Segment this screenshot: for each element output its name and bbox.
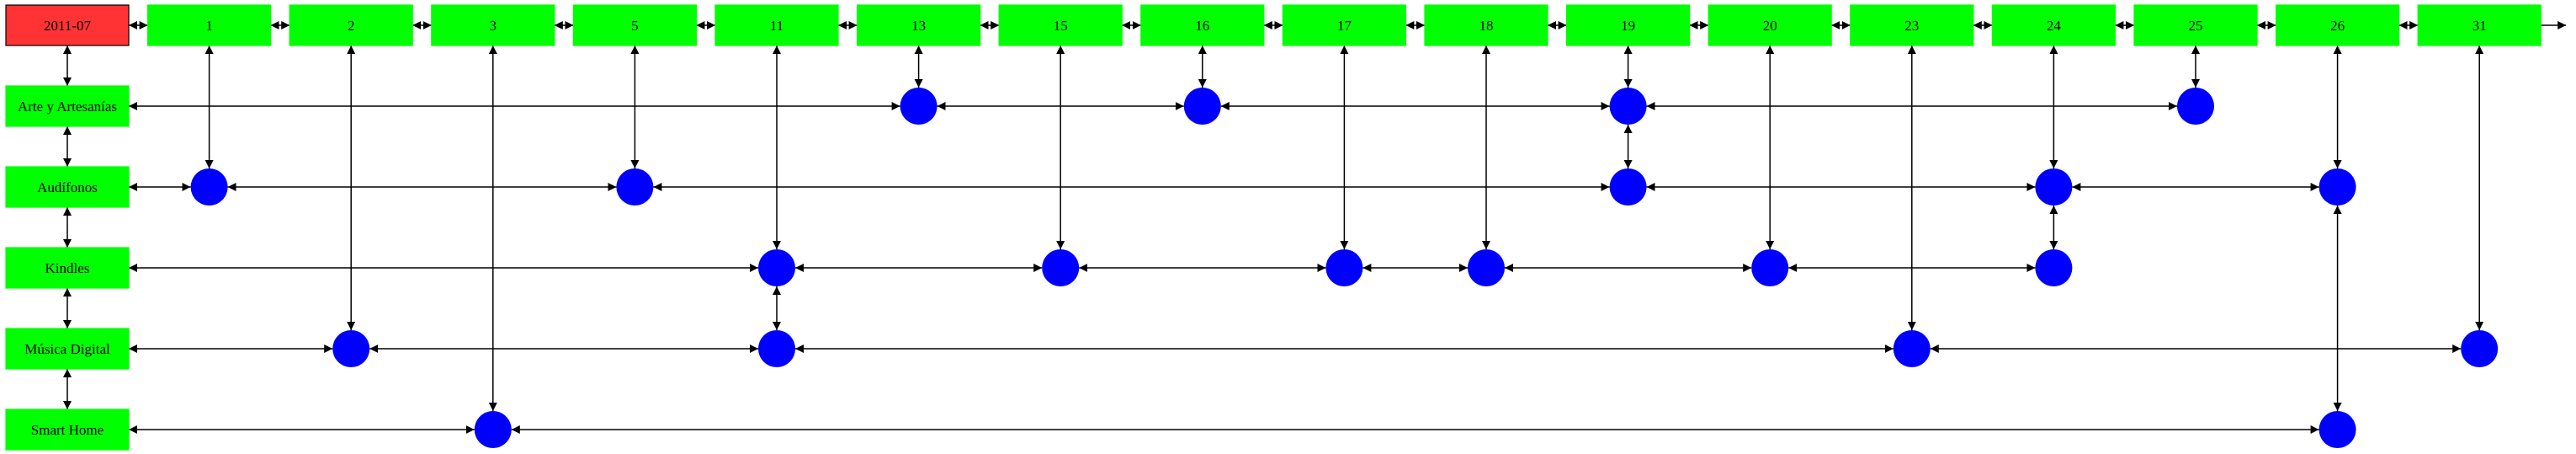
event-node xyxy=(2035,168,2073,206)
day-box-3-label: 3 xyxy=(490,18,497,34)
day-box-15-label: 15 xyxy=(1054,18,1068,34)
event-node xyxy=(758,330,795,367)
category-box-3-label: Música Digital xyxy=(24,341,110,357)
day-box-20: 20 xyxy=(1708,4,1832,46)
day-box-19-box xyxy=(1565,4,1691,46)
day-box-15-box xyxy=(998,4,1123,46)
category-box-2-box xyxy=(5,247,130,289)
edge-layer xyxy=(63,21,2567,434)
category-box-4-box xyxy=(5,409,130,451)
day-box-23: 23 xyxy=(1850,4,1974,46)
day-box-13: 13 xyxy=(856,4,981,46)
day-box-1-label: 1 xyxy=(205,18,213,34)
category-box-0-label: Arte y Artesanías xyxy=(18,99,117,115)
day-box-15: 15 xyxy=(998,4,1123,46)
day-box-16-box xyxy=(1140,4,1265,46)
header-month-label: 2011-07 xyxy=(44,18,92,34)
event-node xyxy=(474,411,512,448)
event-node xyxy=(1468,249,1505,286)
category-box-3-box xyxy=(5,328,130,370)
day-box-18: 18 xyxy=(1424,4,1548,46)
day-box-23-label: 23 xyxy=(1904,18,1919,34)
category-box-1: Audífonos xyxy=(5,166,130,208)
day-box-25-label: 25 xyxy=(2189,18,2203,34)
day-box-19-label: 19 xyxy=(1621,18,1635,34)
day-box-3: 3 xyxy=(431,4,555,46)
day-box-18-box xyxy=(1424,4,1548,46)
event-node xyxy=(1183,88,1221,125)
category-box-1-box xyxy=(5,166,130,208)
category-box-2-label: Kindles xyxy=(45,260,90,276)
day-box-3-box xyxy=(431,4,555,46)
day-box-13-label: 13 xyxy=(911,18,926,34)
day-box-31: 31 xyxy=(2417,4,2541,46)
day-box-5: 5 xyxy=(572,4,698,46)
day-box-31-box xyxy=(2417,4,2541,46)
day-box-24: 24 xyxy=(1991,4,2116,46)
category-box-4-label: Smart Home xyxy=(31,422,104,438)
header-month: 2011-07 xyxy=(5,4,130,46)
day-box-26-label: 26 xyxy=(2330,18,2345,34)
event-node xyxy=(1042,249,1080,286)
day-box-24-label: 24 xyxy=(2047,18,2062,34)
day-box-25: 25 xyxy=(2133,4,2258,46)
day-box-16-label: 16 xyxy=(1195,18,1209,34)
event-node xyxy=(758,249,795,286)
event-node xyxy=(2177,88,2214,125)
event-node xyxy=(900,88,937,125)
event-node xyxy=(1893,330,1931,367)
event-node xyxy=(190,168,228,206)
day-box-24-box xyxy=(1991,4,2116,46)
day-box-11: 11 xyxy=(714,4,839,46)
day-box-2-box xyxy=(289,4,413,46)
day-box-1: 1 xyxy=(147,4,272,46)
day-box-16: 16 xyxy=(1140,4,1265,46)
event-node xyxy=(616,168,654,206)
category-box-4: Smart Home xyxy=(5,409,130,451)
event-node xyxy=(332,330,370,367)
day-box-11-box xyxy=(714,4,839,46)
day-box-2: 2 xyxy=(289,4,413,46)
event-node xyxy=(1325,249,1363,286)
day-box-5-box xyxy=(572,4,698,46)
day-box-26-box xyxy=(2276,4,2400,46)
event-node xyxy=(2461,330,2499,367)
day-box-17: 17 xyxy=(1282,4,1407,46)
category-box-3: Música Digital xyxy=(5,328,130,370)
day-box-18-label: 18 xyxy=(1479,18,1494,34)
event-node xyxy=(1609,88,1647,125)
day-box-1-box xyxy=(147,4,272,46)
day-box-25-box xyxy=(2133,4,2258,46)
day-box-26: 26 xyxy=(2276,4,2400,46)
category-box-0: Arte y Artesanías xyxy=(5,85,130,127)
day-box-13-box xyxy=(856,4,981,46)
day-box-19: 19 xyxy=(1565,4,1691,46)
event-node xyxy=(2318,411,2356,448)
event-node xyxy=(2035,249,2073,286)
day-box-11-label: 11 xyxy=(770,18,783,34)
category-box-0-box xyxy=(5,85,130,127)
day-box-31-label: 31 xyxy=(2472,18,2487,34)
day-box-20-label: 20 xyxy=(1763,18,1777,34)
event-node xyxy=(1609,168,1647,206)
event-node xyxy=(1751,249,1789,286)
day-box-23-box xyxy=(1850,4,1974,46)
day-box-17-label: 17 xyxy=(1337,18,1352,34)
day-box-20-box xyxy=(1708,4,1832,46)
day-box-17-box xyxy=(1282,4,1407,46)
header-month-box xyxy=(5,4,130,46)
day-box-5-label: 5 xyxy=(631,18,639,34)
day-box-2-label: 2 xyxy=(348,18,355,34)
category-box-2: Kindles xyxy=(5,247,130,289)
category-box-1-label: Audífonos xyxy=(37,179,98,195)
event-node xyxy=(2318,168,2356,206)
